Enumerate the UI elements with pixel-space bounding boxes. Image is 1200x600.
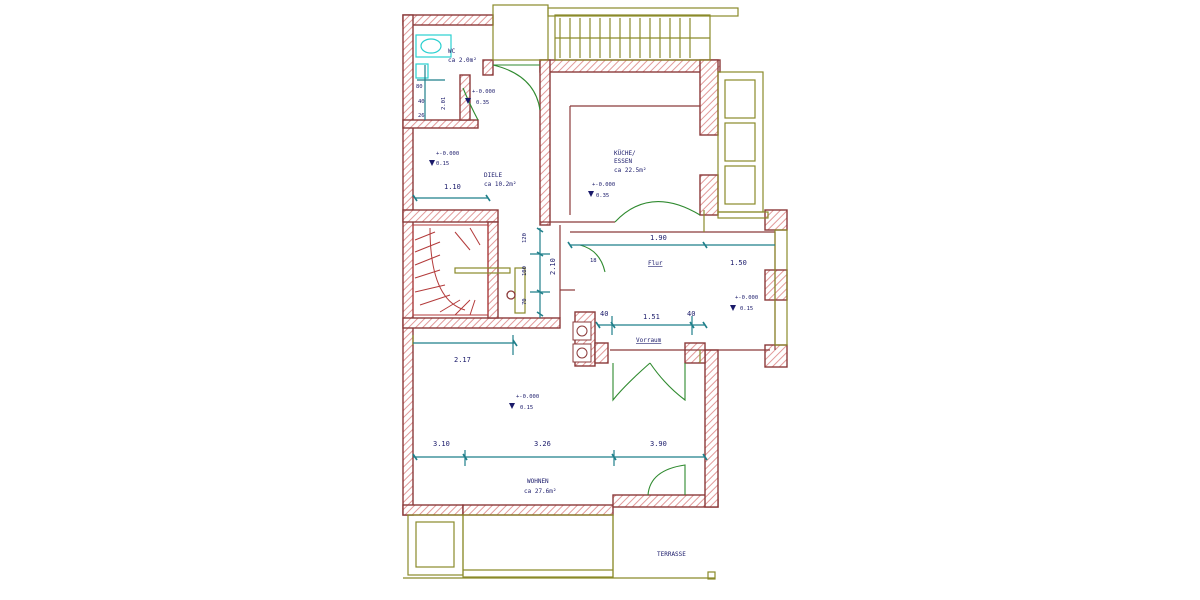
room-vorraum-name: Vorraum	[636, 337, 662, 344]
room-kueche-area: ca 22.5m²	[614, 167, 647, 174]
level-kueche-a: +-0.000	[592, 182, 615, 188]
wc-detail-d: 26	[418, 113, 425, 119]
level-kueche-b: 0.35	[596, 193, 609, 199]
doors	[462, 64, 701, 496]
dim-flur-r: 40	[687, 310, 695, 318]
dim-flur-mid: 1.51	[643, 313, 660, 321]
dim-diele: 1.10	[444, 183, 461, 191]
room-wohnen-name: WOHNEN	[527, 478, 549, 485]
dim-w1: 3.10	[433, 440, 450, 448]
room-wc-area: ca 2.0m²	[448, 57, 477, 64]
flur-note: 18	[590, 258, 597, 264]
dim-vert: 2.10	[549, 258, 557, 275]
wc-detail-b: 80	[416, 84, 423, 90]
room-wc-name: WC	[448, 48, 456, 55]
dim-kueche: 1.90	[650, 234, 667, 242]
wc-detail-c: 40	[418, 99, 425, 105]
level-flur-b: 0.15	[740, 306, 753, 312]
level-wohnen-b: 0.15	[520, 405, 533, 411]
dim-v1: 120	[522, 233, 528, 243]
level-diele-b: 0.15	[436, 161, 449, 167]
dim-v2: 100	[522, 266, 528, 276]
level-flur-a: +-0.000	[735, 295, 758, 301]
wc-fixtures	[415, 34, 452, 120]
room-terrasse-name: TERRASSE	[657, 551, 686, 558]
room-diele-name: DIELE	[484, 172, 502, 179]
room-wohnen-area: ca 27.6m²	[524, 488, 557, 495]
dim-wohnen-top: 2.17	[454, 356, 471, 364]
level-wohnen-a: +-0.000	[516, 394, 539, 400]
staircase	[412, 224, 526, 316]
level-markers	[429, 98, 736, 409]
dim-w3: 3.90	[650, 440, 667, 448]
room-diele-area: ca 10.2m²	[484, 181, 517, 188]
kitchen-fixtures	[572, 321, 592, 363]
level-wc-a: +-0.000	[472, 89, 495, 95]
wc-detail-a: 2.01	[441, 97, 447, 110]
dimension-lines	[412, 194, 775, 466]
room-kueche-name2: ESSEN	[614, 158, 632, 165]
interior-walls	[402, 74, 706, 367]
dim-v3: 70	[522, 298, 528, 305]
windows	[403, 4, 788, 580]
room-kueche-name: KÜCHE/	[614, 150, 636, 157]
dim-flur-right: 1.50	[730, 259, 747, 267]
dim-flur-l: 40	[600, 310, 608, 318]
dim-w2: 3.26	[534, 440, 551, 448]
level-diele-a: +-0.000	[436, 151, 459, 157]
level-wc-b: 0.35	[476, 100, 489, 106]
room-flur-name: Flur	[648, 260, 663, 267]
